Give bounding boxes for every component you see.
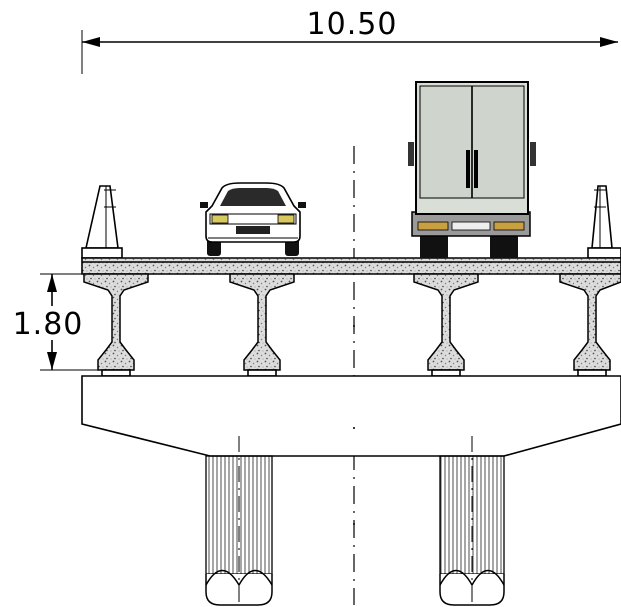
girder-2 <box>229 273 295 371</box>
right-barrier <box>587 185 621 259</box>
pier-cap <box>81 375 621 457</box>
pile-left <box>205 436 273 606</box>
depth-dimension: 1.80 <box>10 273 100 371</box>
left-barrier <box>81 185 123 259</box>
girder-3 <box>413 273 479 371</box>
width-dimension: 10.50 <box>81 7 618 74</box>
car <box>200 182 306 256</box>
truck <box>408 81 536 258</box>
width-dimension-label: 10.50 <box>307 7 398 42</box>
centerline-marks <box>353 325 355 525</box>
pile-right <box>439 436 505 606</box>
girder-4 <box>559 273 621 371</box>
girder-1 <box>83 273 149 371</box>
deck-slab <box>81 257 621 275</box>
depth-dimension-label: 1.80 <box>13 307 84 342</box>
